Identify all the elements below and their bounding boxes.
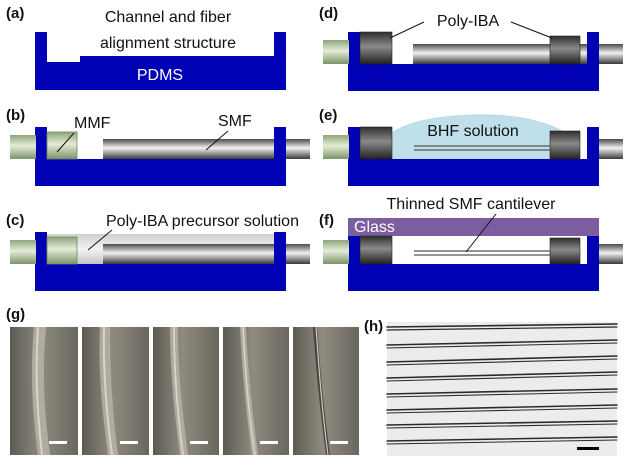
panel-label-d: (d) [319, 5, 338, 22]
panel-h: (h) [364, 318, 618, 456]
cantilever-lines [386, 323, 618, 445]
panel-label-c: (c) [6, 212, 24, 229]
scale-bar [120, 441, 138, 444]
scale-bar [49, 441, 67, 444]
panel-b: (b) MMF SMF [6, 107, 310, 186]
panel-f: (f) Glass Thinned SMF cantilever [319, 196, 623, 291]
glass-label: Glass [354, 219, 395, 236]
panel-d: (d) Poly-IBA [319, 5, 623, 91]
pdms-substrate [35, 32, 286, 90]
mmf-outer-left [323, 135, 349, 159]
pdms-substrate [348, 32, 599, 91]
scale-bar [330, 441, 348, 444]
pdms-substrate [348, 236, 599, 291]
polyiba-plug-right [549, 237, 581, 265]
polyiba-plug-right [549, 35, 581, 65]
polyiba-label: Poly-IBA [437, 13, 500, 30]
mmf-fiber [46, 131, 78, 160]
micrograph-1 [10, 326, 78, 456]
panel-label-a: (a) [6, 5, 24, 22]
polyiba-plug-left [359, 31, 393, 65]
smf-fiber [103, 139, 274, 159]
panel-c: (c) Poly-IBA precursor solution [6, 212, 310, 291]
precursor-leader-line [87, 229, 113, 251]
scale-bar [190, 441, 208, 444]
panel-label-e: (e) [319, 107, 337, 124]
panel-label-h: (h) [364, 318, 383, 335]
scale-bar [577, 447, 599, 450]
bhf-label: BHF solution [427, 123, 519, 140]
mmf-outer-left [323, 40, 349, 64]
channel-structure-label-line2: alignment structure [100, 35, 236, 52]
smf-outer-right [599, 139, 623, 159]
scale-bar [260, 441, 278, 444]
panel-label-b: (b) [6, 107, 25, 124]
polyiba-leader-left [389, 21, 425, 39]
cantilever-label: Thinned SMF cantilever [387, 196, 557, 213]
smf-outer-right [599, 44, 623, 64]
smf-outer-right [286, 244, 310, 264]
smf-outer-right [286, 139, 310, 159]
mmf-label: MMF [74, 115, 111, 132]
panel-a: (a) Channel and fiber alignment structur… [6, 5, 286, 90]
precursor-label: Poly-IBA precursor solution [106, 213, 299, 230]
panel-label-g: (g) [6, 306, 25, 323]
panel-g: (g) [6, 306, 359, 456]
polyiba-plug-left [359, 126, 393, 160]
smf-label: SMF [218, 113, 252, 130]
mmf-outer-left [323, 240, 349, 264]
polyiba-plug-right [549, 130, 581, 160]
smf-fiber [103, 244, 274, 264]
mmf-leader-line [56, 132, 75, 153]
polyiba-leader-right [510, 21, 553, 39]
micrograph-4 [223, 326, 289, 456]
smf-outer-right [599, 244, 623, 264]
smf-leader-line [205, 130, 229, 151]
micrograph-3 [153, 326, 219, 456]
pdms-substrate [35, 232, 286, 291]
pdms-substrate [348, 127, 599, 186]
pdms-label: PDMS [137, 67, 183, 84]
micrograph-2 [82, 326, 149, 456]
cantilever-leader-line [465, 213, 497, 253]
panel-label-f: (f) [319, 212, 334, 229]
channel-structure-label-line1: Channel and fiber [105, 9, 232, 26]
glass-slide [348, 218, 599, 236]
mmf-fiber [46, 236, 78, 265]
pdms-substrate [35, 127, 286, 186]
mmf-outer-left [10, 240, 36, 264]
polyiba-plug-left [359, 235, 393, 265]
mmf-outer-left [10, 135, 36, 159]
panel-e: (e) BHF solution [319, 107, 623, 186]
micrograph-5 [293, 326, 359, 456]
smf-fiber [413, 44, 587, 64]
